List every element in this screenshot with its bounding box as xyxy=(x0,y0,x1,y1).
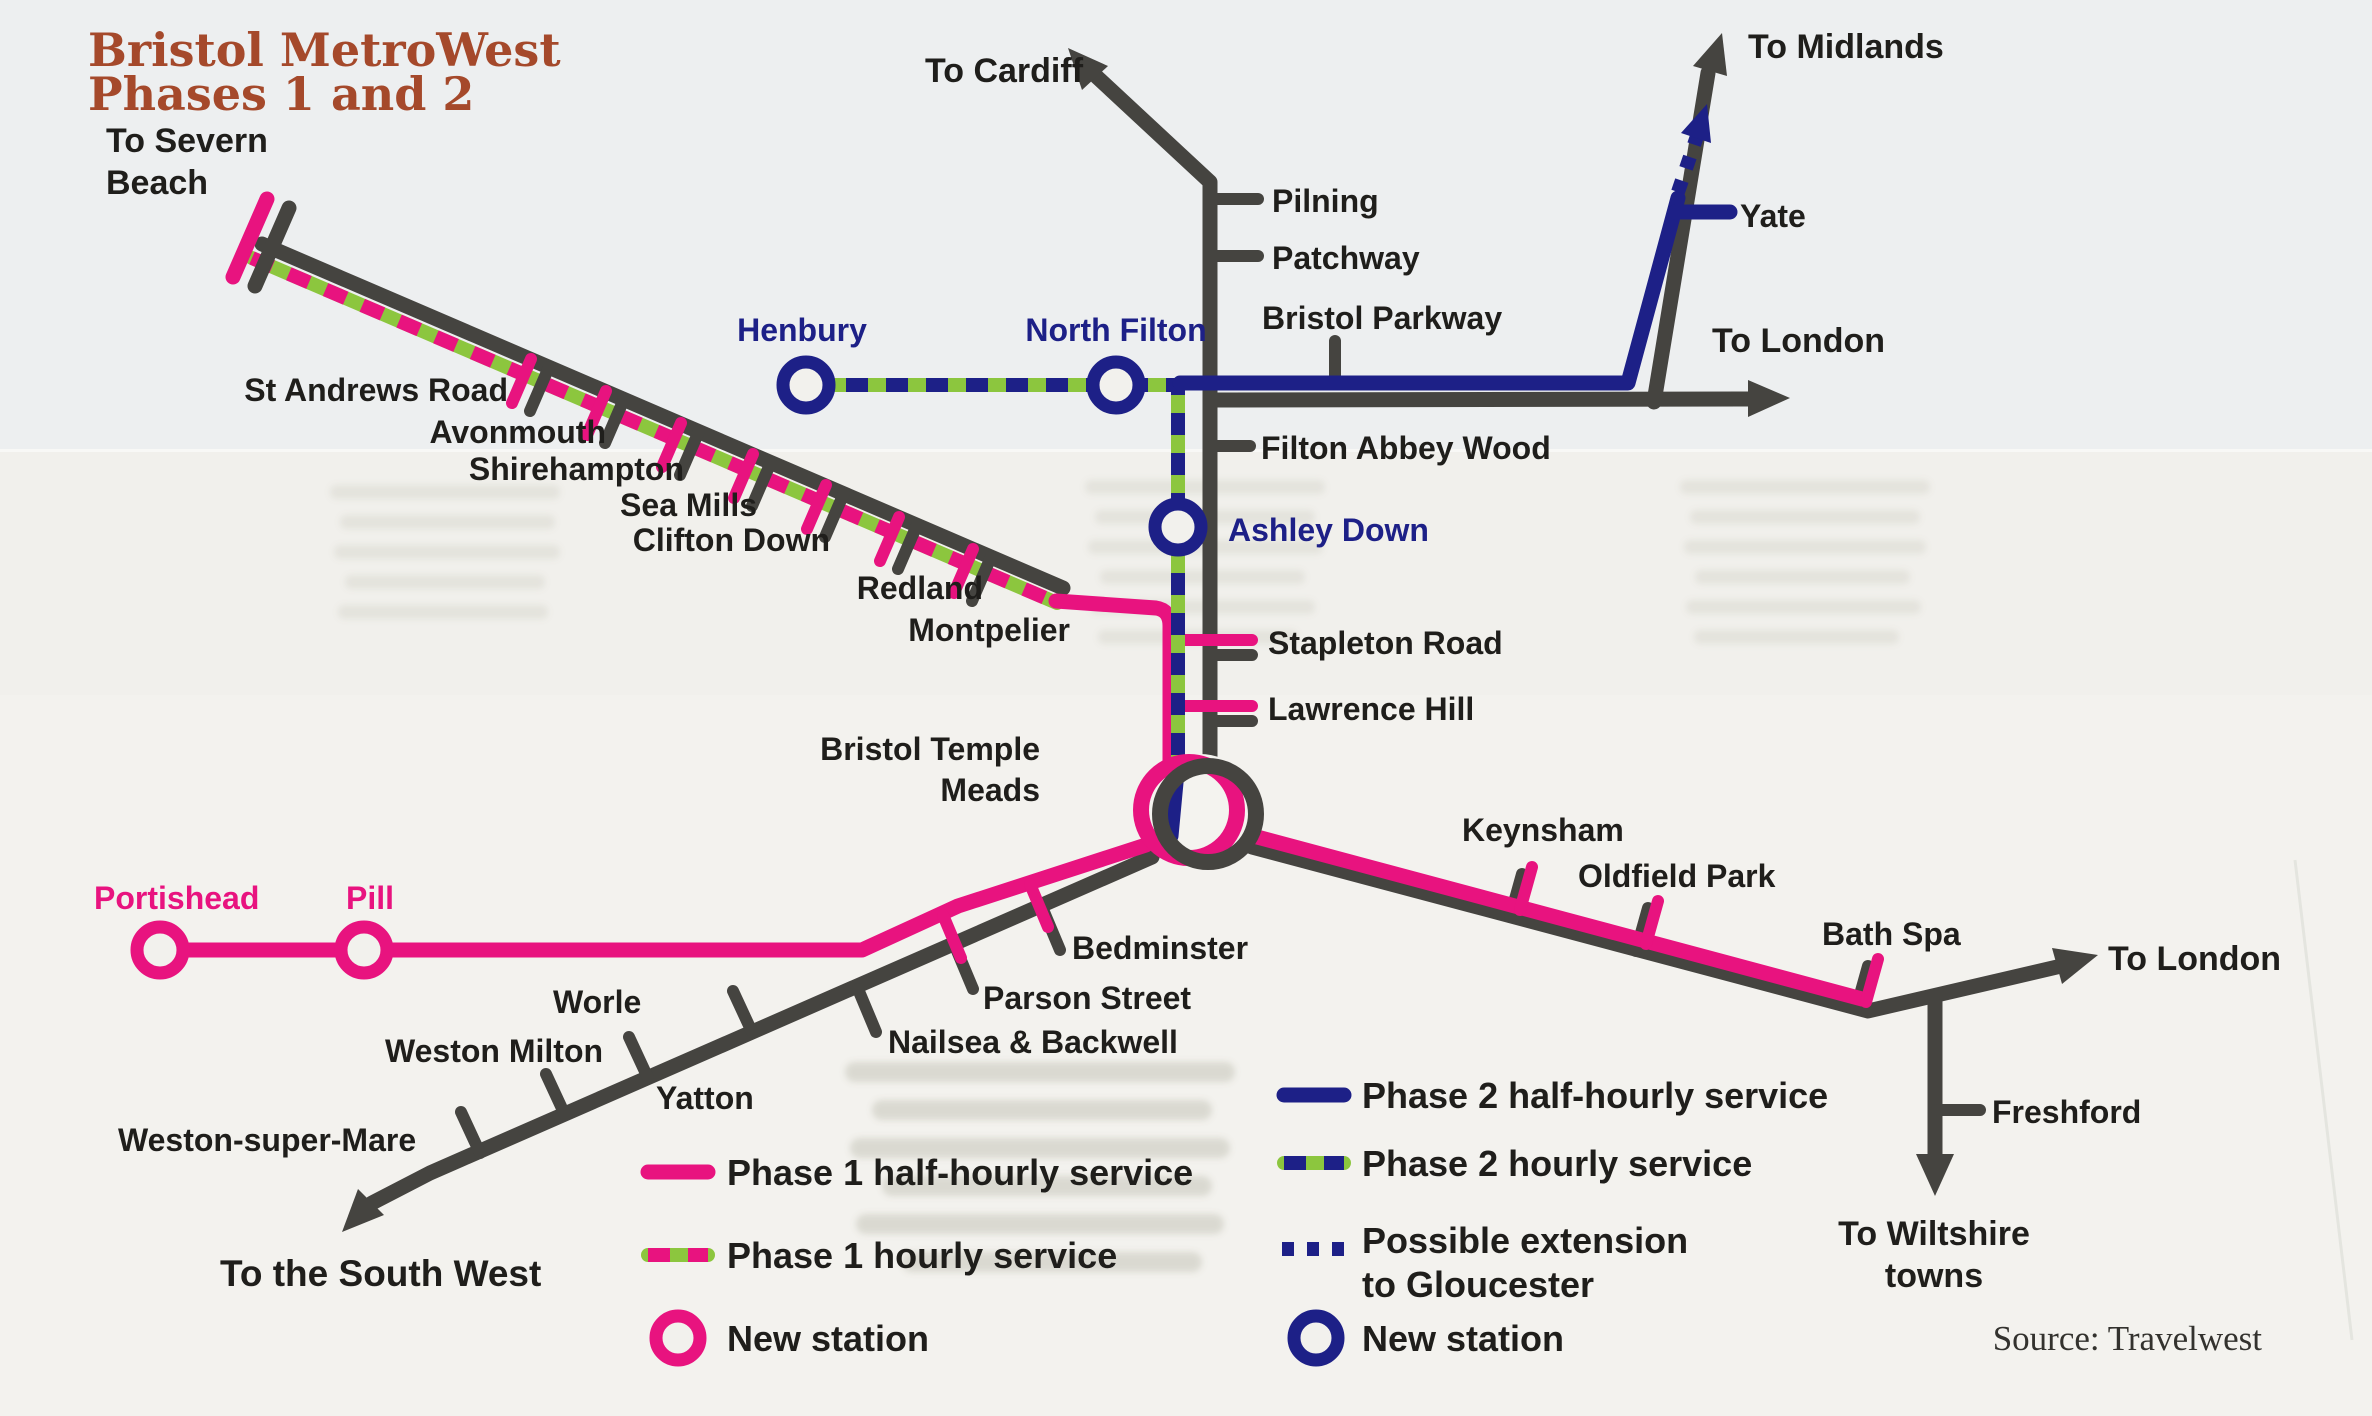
cardiff-corridor-line xyxy=(1068,48,1341,778)
to-wiltshire-arrow xyxy=(1916,1154,1954,1196)
source-credit: Source: Travelwest xyxy=(1993,1319,2263,1358)
phase2-navy-lines xyxy=(1172,104,1738,391)
station-label-redland: Redland xyxy=(857,570,983,606)
phase2-half-hourly-line xyxy=(1172,190,1686,391)
to-london-top-arrow xyxy=(1748,380,1790,417)
temple-meads-grey-ring xyxy=(1152,758,1264,870)
station-label-weston-super-mare: Weston-super-Mare xyxy=(118,1122,416,1158)
station-label-filton-abbey-wood: Filton Abbey Wood xyxy=(1261,430,1551,466)
station-label-patchway: Patchway xyxy=(1272,240,1420,276)
pink-corridor xyxy=(1048,593,1178,773)
severn-beach-line xyxy=(225,191,1071,610)
legend-new-station-phase1-icon xyxy=(649,1309,707,1367)
henbury-station-circle xyxy=(776,355,836,415)
legend-label-phase1-hourly: Phase 1 hourly service xyxy=(727,1235,1117,1276)
station-label-weston-milton: Weston Milton xyxy=(385,1033,603,1069)
north-filton-station-circle xyxy=(1086,355,1146,415)
station-label-temple-meads-line1: Bristol Temple xyxy=(820,731,1040,767)
severn-terminus-bar-grey xyxy=(247,200,297,294)
station-label-worle: Worle xyxy=(553,984,641,1020)
legend-label-possible-ext-line1: Possible extension xyxy=(1362,1220,1688,1261)
endpoint-to-south-west: To the South West xyxy=(220,1253,541,1294)
station-label-yatton: Yatton xyxy=(656,1080,754,1116)
gloucester-extension-dotted xyxy=(1671,133,1704,195)
legend-label-phase1-half: Phase 1 half-hourly service xyxy=(727,1152,1193,1193)
station-label-temple-meads-line2: Meads xyxy=(940,772,1040,808)
endpoint-to-london-top: To London xyxy=(1712,322,1885,360)
station-label-henbury: Henbury xyxy=(737,312,867,348)
new-station-markers xyxy=(130,355,1208,980)
scan-crease xyxy=(2293,859,2354,1341)
station-label-bristol-parkway: Bristol Parkway xyxy=(1262,300,1502,336)
legend-label-phase2-half: Phase 2 half-hourly service xyxy=(1362,1075,1828,1116)
to-midlands-arrow xyxy=(1693,33,1727,76)
station-label-portishead: Portishead xyxy=(94,880,259,916)
station-label-sea-mills: Sea Mills xyxy=(620,487,757,523)
station-label-oldfield-park: Oldfield Park xyxy=(1578,858,1776,894)
station-label-bedminster: Bedminster xyxy=(1072,930,1248,966)
station-label-yate: Yate xyxy=(1740,198,1806,234)
endpoint-to-midlands: To Midlands xyxy=(1748,28,1944,66)
station-label-shirehampton: Shirehampton xyxy=(469,451,684,487)
endpoint-to-wiltshire-line2: towns xyxy=(1885,1257,1983,1295)
station-label-keynsham: Keynsham xyxy=(1462,812,1624,848)
station-label-parson-street: Parson Street xyxy=(983,980,1191,1016)
endpoint-to-cardiff: To Cardiff xyxy=(925,52,1084,90)
pink-station-ticks xyxy=(937,861,1884,1008)
station-label-st-andrews-road: St Andrews Road xyxy=(244,372,508,408)
bath-line-grey xyxy=(1244,839,2098,1196)
to-cardiff-arrow xyxy=(1068,48,1108,90)
severn-terminus-bar-pink xyxy=(225,191,275,285)
station-label-clifton-down: Clifton Down xyxy=(633,522,830,558)
page-title-line1: Bristol MetroWest xyxy=(88,23,561,77)
to-london-bath-arrow xyxy=(2052,948,2098,984)
station-label-pill: Pill xyxy=(346,880,394,916)
station-label-stapleton-road: Stapleton Road xyxy=(1268,625,1503,661)
pill-station-circle xyxy=(334,920,394,980)
station-label-ashley-down: Ashley Down xyxy=(1228,512,1429,548)
legend-label-phase2-hourly: Phase 2 hourly service xyxy=(1362,1143,1752,1184)
station-label-north-filton: North Filton xyxy=(1025,312,1206,348)
portishead-line xyxy=(152,837,1154,958)
endpoint-to-london-bath: To London xyxy=(2108,940,2281,978)
portishead-station-circle xyxy=(130,920,190,980)
legend-new-station-phase2-icon xyxy=(1287,1309,1345,1367)
station-label-bath-spa: Bath Spa xyxy=(1822,916,1961,952)
temple-meads-interchange xyxy=(1133,754,1264,870)
page-title-line2: Phases 1 and 2 xyxy=(88,67,474,121)
legend: Phase 1 half-hourly service Phase 1 hour… xyxy=(640,1075,1828,1367)
station-label-pilning: Pilning xyxy=(1272,183,1379,219)
endpoint-to-wiltshire-line1: To Wiltshire xyxy=(1838,1215,2030,1253)
station-label-lawrence-hill: Lawrence Hill xyxy=(1268,691,1474,727)
ashley-down-station-circle xyxy=(1148,497,1208,557)
endpoint-to-severn-beach-line2: Beach xyxy=(106,164,208,202)
to-south-west-arrow xyxy=(342,1189,384,1232)
legend-label-new-station-phase2: New station xyxy=(1362,1318,1564,1359)
legend-label-possible-ext-line2: to Gloucester xyxy=(1362,1264,1594,1305)
endpoint-to-severn-beach-line1: To Severn xyxy=(106,122,268,160)
station-label-montpelier: Montpelier xyxy=(908,612,1070,648)
legend-label-new-station-phase1: New station xyxy=(727,1318,929,1359)
stapleton-lawrence-grey-ticks xyxy=(1204,649,1258,727)
station-label-freshford: Freshford xyxy=(1992,1094,2141,1130)
phase1-pink-lines xyxy=(152,593,1884,1008)
gloucester-extension-arrow xyxy=(1681,104,1711,143)
station-label-avonmouth: Avonmouth xyxy=(429,414,606,450)
bleed-through-texture xyxy=(330,480,1930,1272)
station-label-nailsea-backwell: Nailsea & Backwell xyxy=(888,1024,1178,1060)
bath-line-pink xyxy=(1238,826,1870,1007)
